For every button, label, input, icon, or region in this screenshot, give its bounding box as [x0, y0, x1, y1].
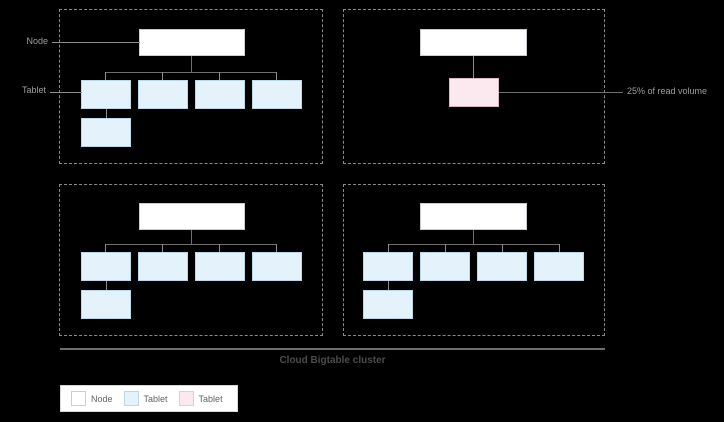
tablet-box-hotspot[interactable] [449, 78, 499, 107]
tablet-box-br-4[interactable] [534, 252, 584, 281]
tablet-box-tl-4[interactable] [252, 80, 302, 109]
panel-bottom-right [343, 184, 605, 336]
callout-hotspot-leader [499, 92, 623, 93]
connector-drop-bl-2 [162, 244, 163, 252]
callout-tablet-leader [50, 92, 82, 93]
connector-drop-tl-1 [105, 72, 106, 80]
legend-item-tablet: Tablet [123, 391, 168, 406]
connector-drop-tl-3 [219, 72, 220, 80]
panel-top-right [343, 9, 605, 164]
legend-item-node: Node [71, 391, 113, 406]
legend: Node Tablet Tablet [60, 385, 238, 412]
legend-swatch-node [71, 391, 86, 406]
cluster-baseline [60, 348, 605, 350]
tablet-box-bl-1[interactable] [81, 252, 131, 281]
callout-tablet-label: Tablet [21, 85, 46, 95]
tablet-box-br-1[interactable] [363, 252, 413, 281]
connector-drop-br-3 [502, 244, 503, 252]
connector-drop-br-2 [445, 244, 446, 252]
connector-node-drop-tl [191, 56, 192, 72]
node-box-top-right[interactable] [420, 29, 527, 56]
tablet-box-br-2[interactable] [420, 252, 470, 281]
panel-top-left [59, 9, 323, 164]
tablet-box-tl-3[interactable] [195, 80, 245, 109]
connector-drop-bl-4 [276, 244, 277, 252]
cluster-caption: Cloud Bigtable cluster [279, 355, 386, 366]
connector-node-drop-br [473, 230, 474, 244]
legend-swatch-tablet-hot [178, 391, 194, 406]
connector-bus-bl [105, 244, 277, 245]
connector-bus-tl [105, 72, 277, 73]
node-box-bottom-left[interactable] [139, 203, 245, 230]
tablet-box-bl-3[interactable] [195, 252, 245, 281]
connector-drop-bl-1 [105, 244, 106, 252]
tablet-box-br-3[interactable] [477, 252, 527, 281]
legend-swatch-tablet [123, 391, 139, 406]
panel-bottom-left [59, 184, 323, 336]
connector-drop-tl-4 [276, 72, 277, 80]
callout-node-leader [52, 42, 140, 43]
callout-hotspot-label: 25% of read volume [627, 86, 708, 96]
tablet-box-bl-4[interactable] [252, 252, 302, 281]
tablet-box-bl-5[interactable] [81, 290, 131, 319]
tablet-box-tl-2[interactable] [138, 80, 188, 109]
legend-item-tablet-hot: Tablet [178, 391, 223, 406]
callout-node-label: Node [26, 36, 48, 46]
tablet-box-tl-1[interactable] [81, 80, 131, 109]
connector-drop-br-1 [388, 244, 389, 252]
connector-node-drop-tr [473, 56, 474, 78]
tablet-box-bl-2[interactable] [138, 252, 188, 281]
legend-label-node: Node [91, 393, 113, 404]
connector-subdrop-br [388, 281, 389, 290]
node-box-bottom-right[interactable] [420, 203, 527, 230]
connector-node-drop-bl [191, 230, 192, 244]
connector-drop-bl-3 [219, 244, 220, 252]
tablet-box-tl-5[interactable] [81, 118, 131, 147]
connector-drop-tl-2 [162, 72, 163, 80]
tablet-box-br-5[interactable] [363, 290, 413, 319]
legend-label-tablet: Tablet [143, 393, 168, 404]
node-box-top-left[interactable] [139, 29, 245, 56]
connector-bus-br [388, 244, 560, 245]
connector-subdrop-bl [106, 281, 107, 290]
connector-subdrop-tl [106, 109, 107, 118]
connector-drop-br-4 [559, 244, 560, 252]
legend-label-tablet-hot: Tablet [198, 393, 223, 404]
